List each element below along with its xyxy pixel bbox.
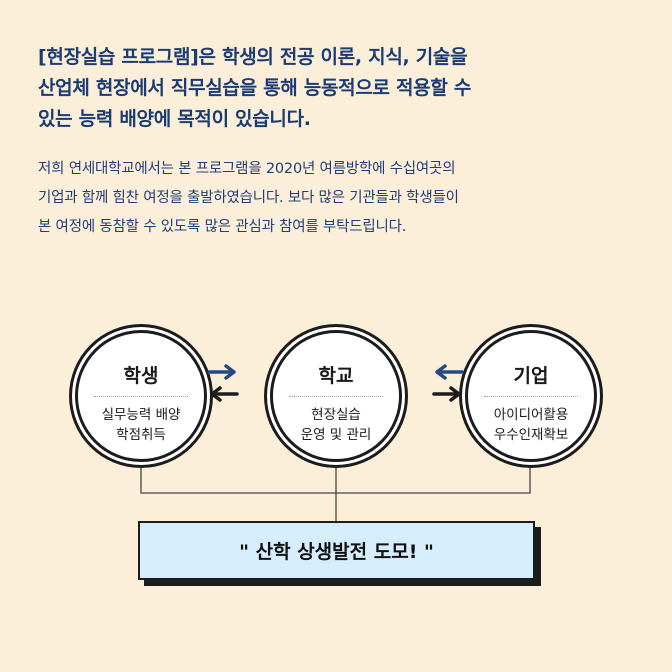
arrow-left-icon xyxy=(210,386,239,402)
intro-line: 기업과 함께 힘찬 여정을 출발하였습니다. 보다 많은 기관들과 학생들이 xyxy=(38,190,459,206)
node-divider xyxy=(289,396,383,397)
node-description: 실무능력 배양 학점취득 xyxy=(78,405,204,445)
arrow-right-icon xyxy=(432,386,461,402)
node-company: 기업 아이디어활용 우수인재확보 xyxy=(465,330,597,462)
arrow-left-icon xyxy=(435,364,464,380)
intro-line: 본 여정에 동참할 수 있도록 많은 관심과 참여를 부탁드립니다. xyxy=(38,219,407,235)
node-desc-line: 운영 및 관리 xyxy=(300,427,372,443)
arrows-school-company xyxy=(430,363,466,403)
node-divider xyxy=(484,396,578,397)
node-student: 학생 실무능력 배양 학점취득 xyxy=(75,330,207,462)
node-desc-line: 실무능력 배양 xyxy=(101,407,181,423)
node-description: 현장실습 운영 및 관리 xyxy=(273,405,399,445)
arrows-student-school xyxy=(205,363,241,403)
node-description: 아이디어활용 우수인재확보 xyxy=(468,405,594,445)
node-school: 학교 현장실습 운영 및 관리 xyxy=(270,330,402,462)
node-desc-line: 학점취득 xyxy=(116,427,166,443)
arrow-right-left-icon xyxy=(207,364,239,402)
headline-line: 산업체 현장에서 직무실습을 통해 능동적으로 적용할 수 xyxy=(38,77,472,99)
headline-line: [현장실습 프로그램]은 학생의 전공 이론, 지식, 기술을 xyxy=(38,46,468,68)
node-desc-line: 아이디어활용 xyxy=(493,407,569,423)
arrow-left-right-icon xyxy=(432,364,464,402)
headline: [현장실습 프로그램]은 학생의 전공 이론, 지식, 기술을 산업체 현장에서… xyxy=(38,42,638,135)
node-title: 기업 xyxy=(513,365,549,387)
node-title: 학생 xyxy=(123,365,159,387)
node-desc-line: 우수인재확보 xyxy=(493,427,569,443)
slogan-box: " 산학 상생발전 도모! " xyxy=(138,521,535,580)
slogan-text: " 산학 상생발전 도모! " xyxy=(239,541,434,563)
node-desc-line: 현장실습 xyxy=(311,407,361,423)
node-title: 학교 xyxy=(318,365,354,387)
arrow-right-icon xyxy=(207,364,236,380)
node-divider xyxy=(94,396,188,397)
intro-line: 저희 연세대학교에서는 본 프로그램을 2020년 여름방학에 수십여곳의 xyxy=(38,161,456,177)
intro-paragraph: 저희 연세대학교에서는 본 프로그램을 2020년 여름방학에 수십여곳의 기업… xyxy=(38,155,638,242)
headline-line: 있는 능력 배양에 목적이 있습니다. xyxy=(38,108,311,130)
